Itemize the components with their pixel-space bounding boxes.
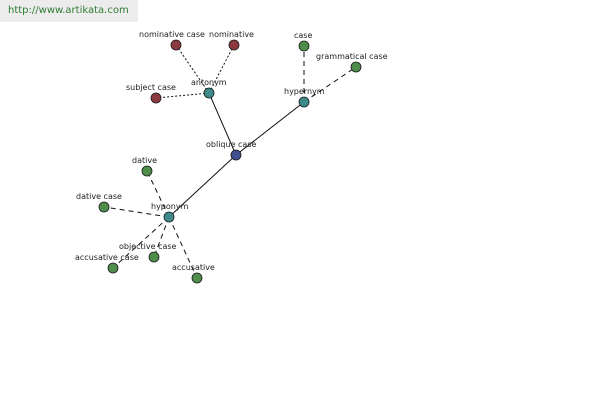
node-nomcase[interactable] — [170, 39, 182, 51]
edge-antonym-nom — [208, 44, 235, 94]
edge-hypernym-gramcase — [303, 66, 357, 103]
node-hypernym[interactable] — [298, 96, 310, 108]
node-label-acc: accusative — [172, 263, 215, 272]
node-dative[interactable] — [141, 165, 153, 177]
node-acccase[interactable] — [107, 262, 119, 274]
node-nom[interactable] — [228, 39, 240, 51]
edges-layer — [103, 44, 357, 279]
edge-hyponym-acccase — [112, 216, 170, 269]
labels-layer: oblique case antonym hypernym hyponym nomina… — [75, 30, 388, 272]
edge-hyponym-objcase — [153, 216, 170, 258]
edge-oblique-hyponym — [168, 154, 237, 218]
node-subj[interactable] — [150, 92, 162, 104]
node-datcase[interactable] — [98, 201, 110, 213]
node-gramcase[interactable] — [350, 61, 362, 73]
node-oblique[interactable] — [230, 149, 242, 161]
node-label-acccase: accusative case — [75, 253, 139, 262]
edge-oblique-antonym — [208, 92, 237, 156]
node-label-datcase: dative case — [76, 192, 122, 201]
node-label-hypernym: hypernym — [284, 87, 325, 96]
edge-hyponym-datcase — [103, 206, 170, 218]
node-label-oblique: oblique case — [206, 140, 257, 149]
node-hyponym[interactable] — [163, 211, 175, 223]
node-label-dative: dative — [132, 156, 157, 165]
node-acc[interactable] — [191, 272, 203, 284]
node-label-case: case — [294, 31, 312, 40]
node-label-nom: nominative — [209, 30, 254, 39]
node-label-hyponym: hyponym — [151, 202, 189, 211]
edge-oblique-hypernym — [235, 101, 305, 156]
watermark-url: http://www.artikata.com — [0, 0, 138, 22]
node-label-antonym: antonym — [191, 78, 227, 87]
node-label-objcase: objective case — [119, 242, 177, 251]
node-label-gramcase: grammatical case — [316, 52, 388, 61]
edge-antonym-subj — [155, 92, 210, 99]
node-objcase[interactable] — [148, 251, 160, 263]
node-case[interactable] — [298, 40, 310, 52]
edge-antonym-nomcase — [175, 44, 210, 94]
node-label-nomcase: nominative case — [139, 30, 205, 39]
edge-hyponym-acc — [168, 216, 198, 279]
nodes-layer — [98, 39, 362, 284]
node-label-subj: subject case — [126, 83, 176, 92]
node-antonym[interactable] — [203, 87, 215, 99]
